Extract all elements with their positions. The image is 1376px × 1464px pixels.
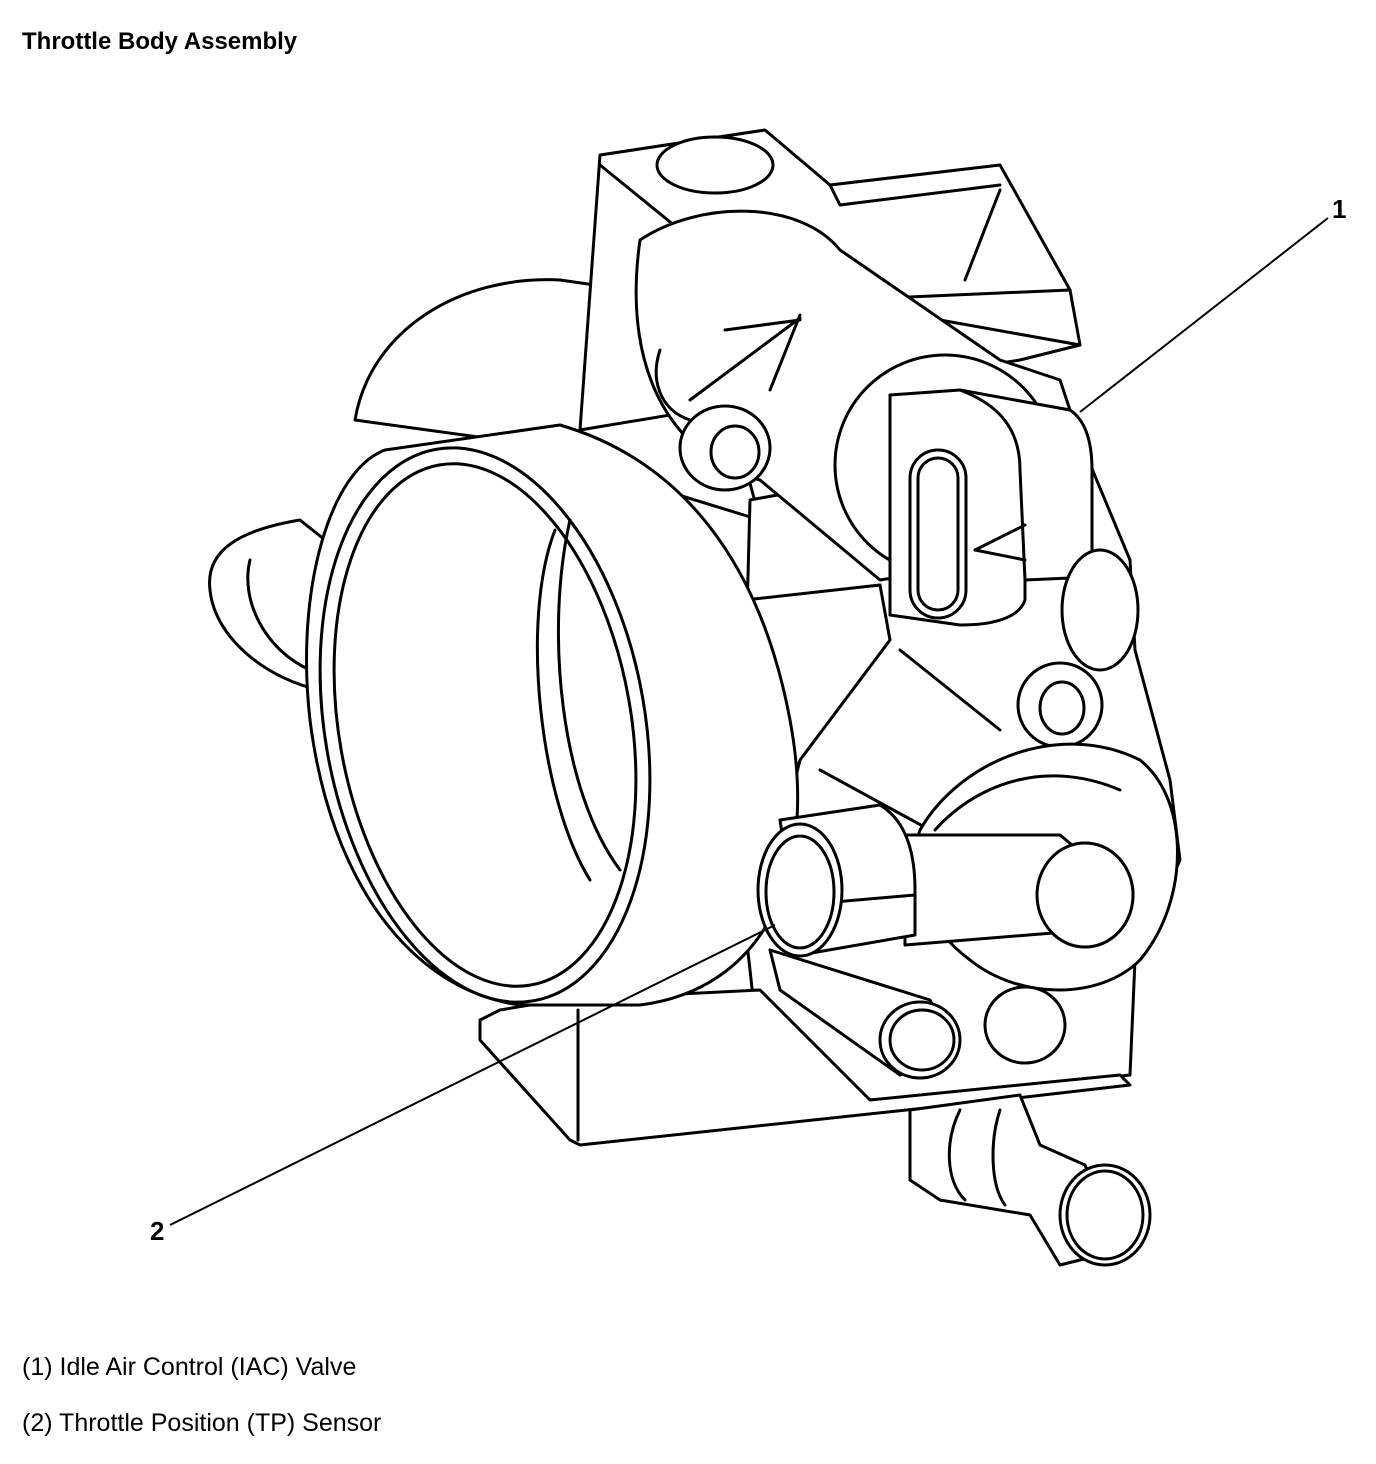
top-mount-hole	[655, 135, 775, 195]
iac-connector-slot	[908, 448, 968, 620]
callout-1: 1	[1332, 194, 1346, 224]
tp-sensor-end	[756, 822, 844, 958]
bore-inner-ring	[318, 446, 652, 1004]
leader-line-1	[1079, 217, 1329, 413]
legend-item-2: (2) Throttle Position (TP) Sensor	[22, 1409, 382, 1437]
diagram-title: Throttle Body Assembly	[22, 28, 298, 55]
callout-2: 2	[150, 1216, 164, 1246]
legend: (1) Idle Air Control (IAC) Valve (2) Thr…	[22, 1352, 381, 1464]
legend-item-1: (1) Idle Air Control (IAC) Valve	[22, 1353, 357, 1381]
iac-boss	[678, 404, 772, 492]
leader-line-2	[169, 924, 776, 1226]
